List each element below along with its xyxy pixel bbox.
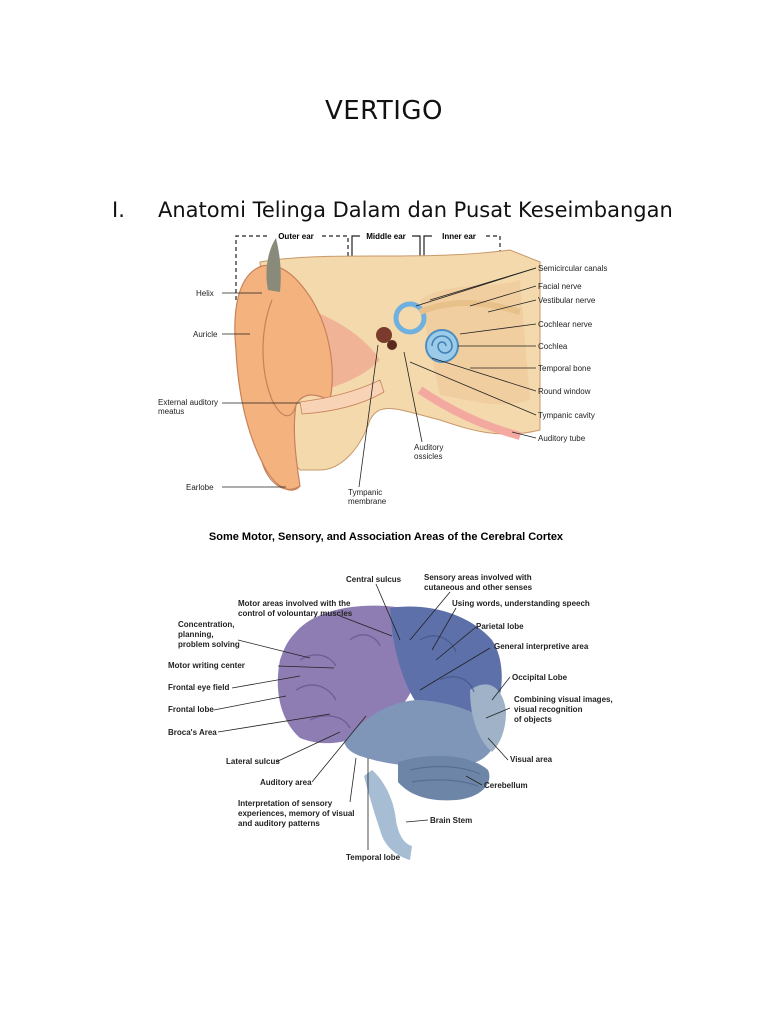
general-interpretive-label: General interpretive area [494, 642, 589, 651]
using-words-label: Using words, understanding speech [452, 599, 590, 608]
motor-areas-label-1: Motor areas involved with the [238, 599, 351, 608]
interpretation-label-3: and auditory patterns [238, 819, 320, 828]
section-number: I. [112, 198, 125, 222]
ossicles-shape [376, 327, 392, 343]
auditory-ossicles-label-1: Auditory [414, 443, 443, 452]
vestibular-nerve-label: Vestibular nerve [538, 296, 596, 305]
auricle-shape [234, 264, 333, 491]
combining-label-1: Combining visual images, [514, 695, 613, 704]
occipital-lobe-label: Occipital Lobe [512, 673, 568, 682]
earlobe-label: Earlobe [186, 483, 214, 492]
auditory-tube-label: Auditory tube [538, 434, 586, 443]
cerebellum-label: Cerebellum [484, 781, 528, 790]
brain-stem-shape [364, 770, 412, 860]
helix-label: Helix [196, 289, 214, 298]
round-window-label: Round window [538, 387, 591, 396]
earlobe-shape [261, 461, 301, 490]
combining-label-3: of objects [514, 715, 552, 724]
frontal-eye-label: Frontal eye field [168, 683, 229, 692]
semicircular-canal-shape [393, 301, 427, 335]
cochlear-nerve-label: Cochlear nerve [538, 320, 593, 329]
brain-stem-label: Brain Stem [430, 816, 472, 825]
concentration-label-1: Concentration, [178, 620, 234, 629]
tympanic-membrane-label-1: Tympanic [348, 488, 382, 497]
facial-nerve-label: Facial nerve [538, 282, 582, 291]
parietal-lobe-label: Parietal lobe [476, 622, 524, 631]
interpretation-label-1: Interpretation of sensory [238, 799, 333, 808]
document-title: VERTIGO [324, 96, 444, 126]
auditory-area-label: Auditory area [260, 778, 312, 787]
temporal-lobe-label: Temporal lobe [346, 853, 401, 862]
concentration-label-2: planning, [178, 630, 214, 639]
meatus-label: meatus [158, 407, 184, 416]
frontal-lobe-label: Frontal lobe [168, 705, 214, 714]
temporal-region-shape [344, 700, 498, 767]
auditory-tube-shape [417, 386, 522, 440]
bone-texture [420, 280, 530, 405]
inner-ear-label: Inner ear [442, 232, 476, 241]
brain-figure-title: Some Motor, Sensory, and Association Are… [209, 531, 564, 543]
occipital-region-shape [470, 684, 506, 752]
tympanic-cavity-label: Tympanic cavity [538, 411, 595, 420]
hair-tuft [266, 238, 281, 292]
motor-areas-label-2: control of volountary muscles [238, 609, 353, 618]
sensory-areas-label-2: cutaneous and other senses [424, 583, 533, 592]
concentration-label-3: problem solving [178, 640, 240, 649]
middle-ear-label: Middle ear [366, 232, 406, 241]
central-sulcus-label: Central sulcus [346, 575, 402, 584]
external-auditory-label: External auditory [158, 398, 218, 407]
semicircular-canals-label: Semicircular canals [538, 264, 607, 273]
tympanic-membrane-label-2: membrane [348, 497, 387, 506]
auricle-label: Auricle [193, 330, 218, 339]
section-heading-text: Anatomi Telinga Dalam dan Pusat Keseimba… [158, 198, 673, 222]
motor-writing-label: Motor writing center [168, 661, 245, 670]
nerve-bundle [418, 300, 521, 315]
ear-canal [299, 379, 385, 415]
lateral-sulcus-label: Lateral sulcus [226, 757, 280, 766]
visual-area-label: Visual area [510, 755, 553, 764]
cerebellum-shape [398, 755, 490, 801]
brocas-area-label: Broca's Area [168, 728, 217, 737]
sensory-areas-label-1: Sensory areas involved with [424, 573, 532, 582]
cochlea-label: Cochlea [538, 342, 568, 351]
section-heading: I. Anatomi Telinga Dalam dan Pusat Keseim… [112, 198, 673, 222]
combining-label-2: visual recognition [514, 705, 583, 714]
temporal-bone-label: Temporal bone [538, 364, 591, 373]
outer-ear-label: Outer ear [278, 232, 314, 241]
interpretation-label-2: experiences, memory of visual [238, 809, 355, 818]
auditory-ossicles-label-2: ossicles [414, 452, 442, 461]
auricle-fold [262, 299, 297, 417]
